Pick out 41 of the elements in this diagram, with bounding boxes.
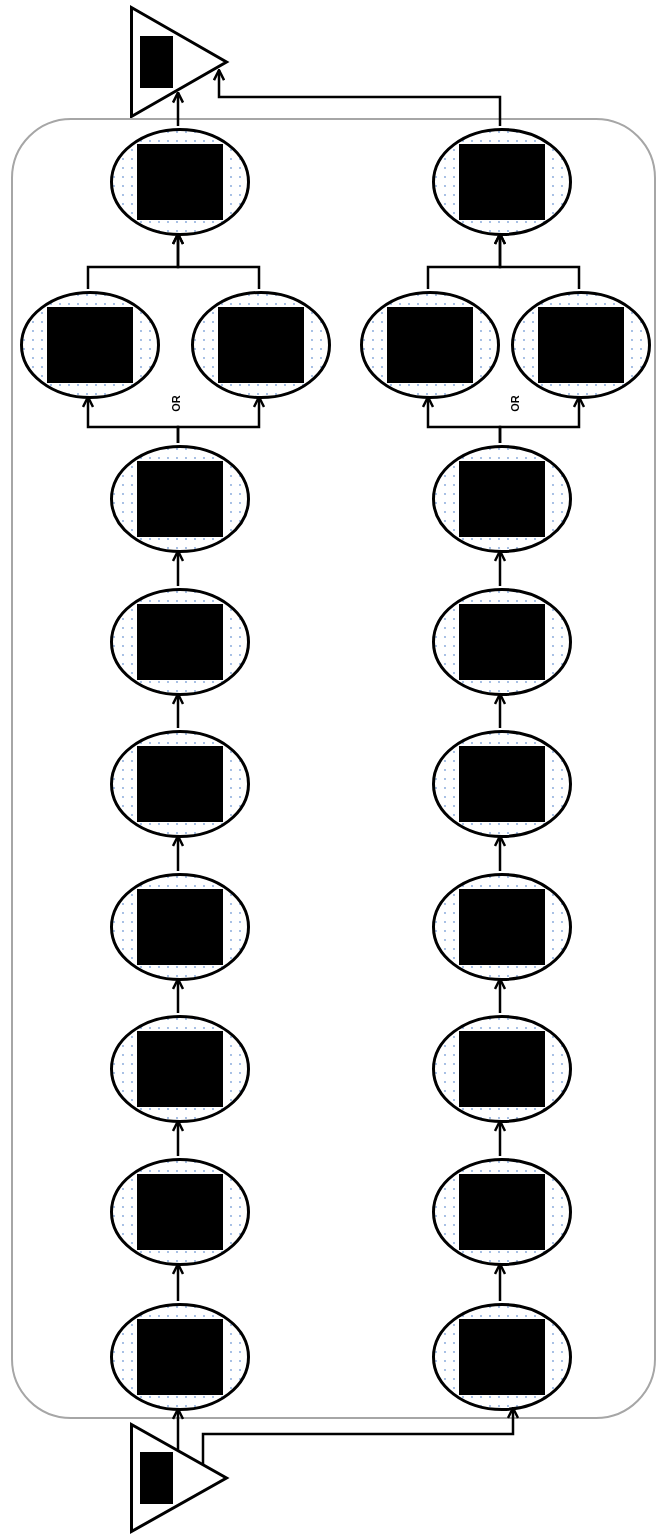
ellipse-shape [110, 1303, 250, 1411]
arrow [493, 549, 507, 586]
ellipse-shape [432, 128, 572, 236]
ellipse-shape [432, 730, 572, 838]
arrow [171, 1407, 185, 1450]
rounded-container [11, 118, 656, 1419]
ellipse-shape [191, 291, 331, 399]
or-label: OR [170, 394, 182, 414]
triangle-shape [130, 6, 228, 118]
arrow [493, 834, 507, 871]
ellipse-shape [432, 1158, 572, 1266]
arrow [493, 1119, 507, 1156]
ellipse-shape [432, 873, 572, 981]
arrow [171, 1262, 185, 1301]
arrow [201, 1406, 520, 1464]
arrow [171, 977, 185, 1013]
arrow [171, 1119, 185, 1156]
arrow [493, 1262, 507, 1301]
arrow [493, 692, 507, 728]
ellipse-shape [110, 445, 250, 553]
arrow [171, 692, 185, 728]
ellipse-shape [432, 445, 572, 553]
ellipse-shape [432, 1303, 572, 1411]
ellipse-shape [110, 1015, 250, 1123]
ellipse-shape [432, 588, 572, 696]
ellipse-shape [20, 291, 160, 399]
arrow [171, 91, 185, 126]
ellipse-shape [432, 1015, 572, 1123]
triangle-shape [130, 1423, 228, 1533]
ellipse-shape [110, 873, 250, 981]
ellipse-shape [110, 1158, 250, 1266]
or-label: OR [509, 394, 521, 414]
ellipse-shape [360, 291, 500, 399]
arrow [212, 68, 502, 126]
arrow [493, 977, 507, 1013]
ellipse-shape [110, 730, 250, 838]
ellipse-shape [110, 588, 250, 696]
arrow [171, 834, 185, 871]
arrow [171, 549, 185, 586]
arrow [498, 395, 586, 443]
ellipse-shape [110, 128, 250, 236]
